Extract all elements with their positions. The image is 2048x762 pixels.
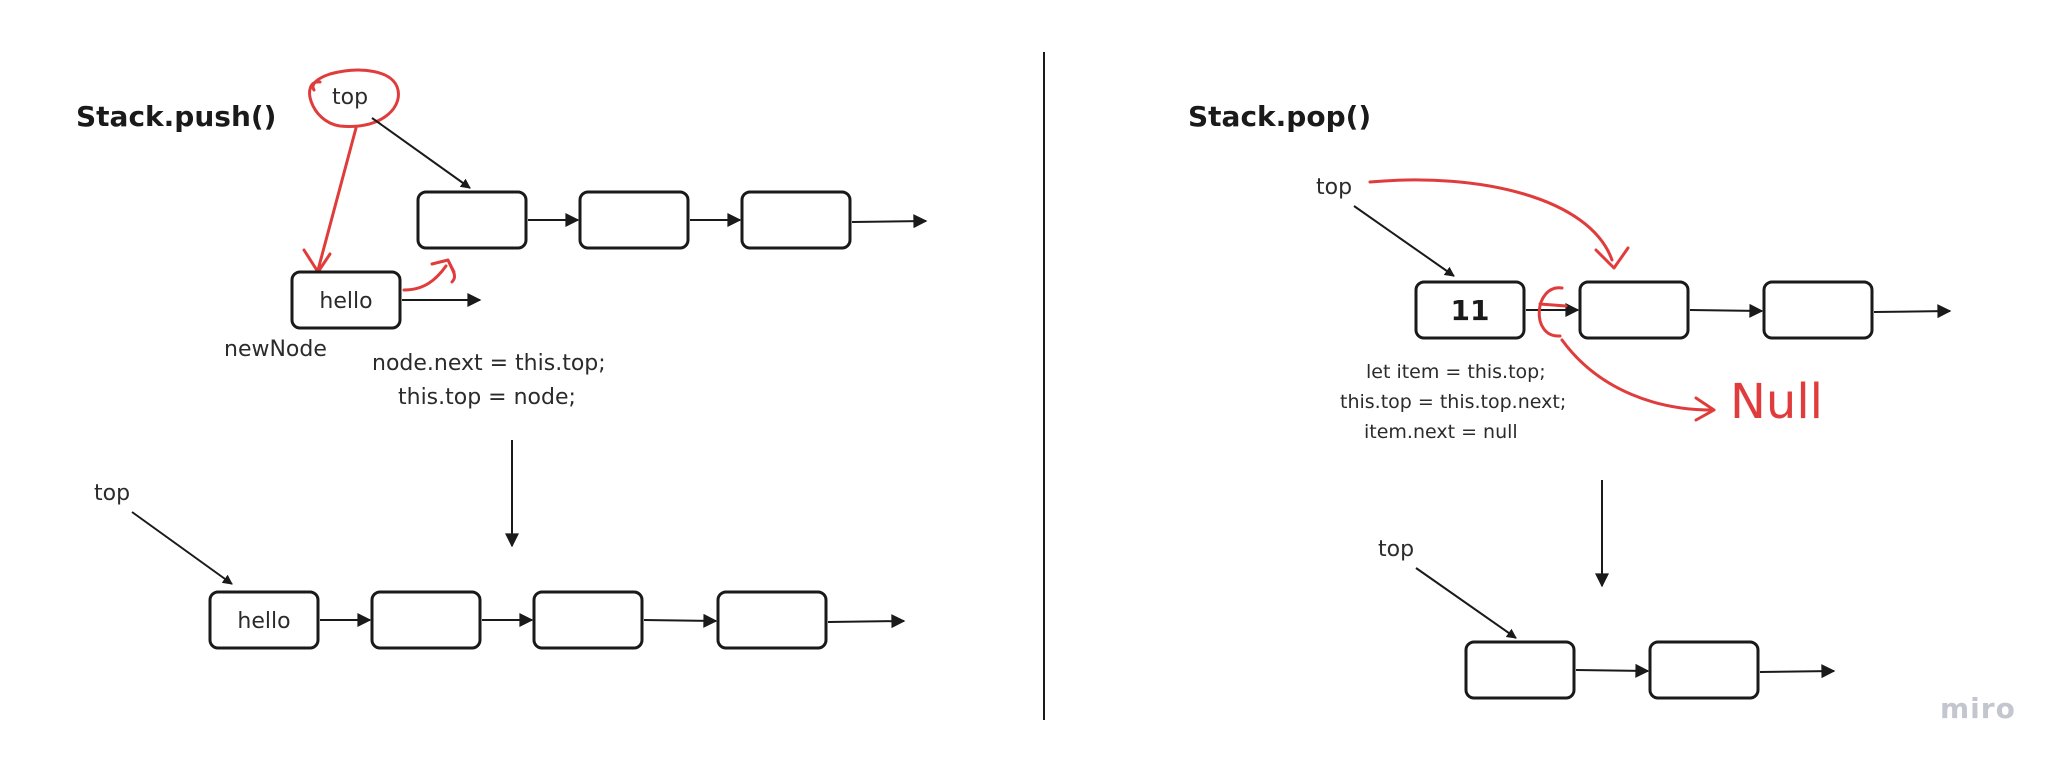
pop-top-label: top xyxy=(1316,175,1352,200)
push-new-node-label: newNode xyxy=(224,337,327,362)
push-title: Stack.push() xyxy=(76,100,276,133)
push-after-node-1-value: hello xyxy=(237,609,290,634)
pop-after-top-pointer-arrow xyxy=(1415,567,1517,639)
push-after-node-3 xyxy=(532,590,644,650)
push-after-top-pointer-arrow xyxy=(131,511,233,585)
push-after-link-arrow-3 xyxy=(643,613,718,628)
pop-null-annotation: Null xyxy=(1730,374,1823,430)
push-code-line-1: node.next = this.top; xyxy=(372,351,606,376)
pop-node-1 xyxy=(1414,280,1526,340)
pop-after-link-arrow-1 xyxy=(1575,663,1650,678)
push-red-next-annotation-arrow xyxy=(402,258,456,292)
pop-red-next-bracket-annotation xyxy=(1537,286,1568,338)
pop-link-arrow-2 xyxy=(1689,303,1764,318)
pop-top-pointer-arrow xyxy=(1353,205,1455,277)
pop-node-1-value: 11 xyxy=(1451,294,1490,327)
push-existing-node-3 xyxy=(740,190,852,250)
push-after-node-2 xyxy=(370,590,482,650)
push-existing-node-2 xyxy=(578,190,690,250)
pop-after-top-label: top xyxy=(1378,537,1414,562)
push-top-label: top xyxy=(332,85,368,110)
pop-code-line-2: this.top = this.top.next; xyxy=(1340,391,1566,413)
push-top-circle-annotation xyxy=(308,68,400,129)
miro-watermark: miro xyxy=(1940,692,2016,725)
push-tail-arrow xyxy=(851,214,928,229)
pop-after-node-1 xyxy=(1464,640,1576,700)
pop-code-line-3: item.next = null xyxy=(1364,421,1518,443)
pop-after-tail-arrow xyxy=(1759,664,1836,679)
pop-after-node-2 xyxy=(1648,640,1760,700)
push-after-node-4 xyxy=(716,590,828,650)
push-after-node-1 xyxy=(208,590,320,650)
pop-node-3 xyxy=(1762,280,1874,340)
push-code-line-2: this.top = node; xyxy=(398,385,576,410)
pop-red-top-reassign-arrow xyxy=(1368,178,1630,270)
push-after-top-label: top xyxy=(94,481,130,506)
push-new-node xyxy=(290,270,402,330)
push-red-top-to-newnode-arrow xyxy=(302,126,358,274)
pop-title: Stack.pop() xyxy=(1188,100,1371,133)
pop-tail-arrow xyxy=(1873,304,1952,319)
push-after-tail-arrow xyxy=(827,614,906,629)
push-new-node-value: hello xyxy=(319,289,372,314)
push-existing-node-1 xyxy=(416,190,528,250)
pop-red-to-null-arrow xyxy=(1560,338,1716,422)
push-top-pointer-arrow xyxy=(371,117,471,189)
pop-code-line-1: let item = this.top; xyxy=(1366,361,1546,383)
pop-node-2 xyxy=(1578,280,1690,340)
